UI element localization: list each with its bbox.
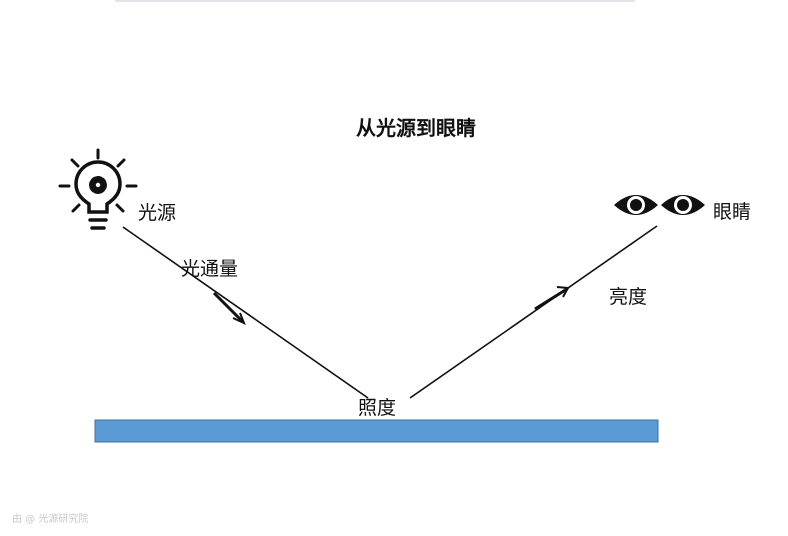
top-border bbox=[115, 0, 635, 2]
source-label: 光源 bbox=[138, 202, 177, 224]
reflected-ray bbox=[409, 225, 658, 399]
diagram-title: 从光源到眼睛 bbox=[356, 116, 476, 140]
watermark: 由 @ 光源研究院 bbox=[12, 514, 89, 525]
illuminance-label: 照度 bbox=[358, 397, 397, 419]
reflected-arrowhead bbox=[556, 286, 570, 298]
eye-label: 眼睛 bbox=[713, 201, 752, 223]
incident-arrowhead bbox=[232, 312, 246, 325]
lightbulb-gear-icon bbox=[58, 148, 138, 230]
luminance-label: 亮度 bbox=[609, 286, 648, 308]
flux-label: 光通量 bbox=[181, 258, 239, 280]
reflecting-surface bbox=[94, 419, 659, 443]
incident-arrow bbox=[212, 291, 245, 324]
reflected-arrow bbox=[534, 287, 568, 311]
eyes-icon bbox=[614, 195, 705, 215]
incident-ray bbox=[122, 226, 369, 399]
